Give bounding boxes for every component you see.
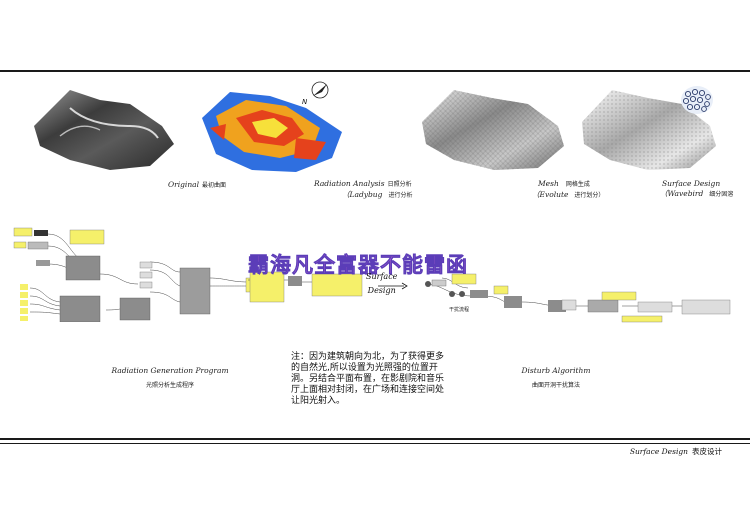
flow-arrow-icon [378,282,408,290]
bottom-rule-thick [0,438,750,440]
compass-label: N [302,98,308,106]
surface-detail-thumbnail [681,86,713,114]
output-node-cluster [248,271,363,303]
surface-design-image [582,90,716,170]
radiation-node-graph [13,227,260,322]
design-note: 注：因为建筑朝向为北，为了获得更多的自然光,所以设置为光照强的位置开洞。另结合平… [291,352,445,406]
left-section-subtitle: 光照分析生成程序 [145,382,194,389]
disturb-node-graph [425,273,731,323]
left-section-title: Radiation Generation Program [111,366,229,375]
right-section-title: Disturb Algorithm [521,366,591,375]
bottom-rule-thin [0,443,750,444]
right-section-subtitle: 曲面开洞干扰算法 [531,382,580,389]
top-rule [0,70,750,72]
node-small-label: 干扰流程 [449,307,470,313]
radiation-heatmap-image [202,92,342,172]
watermark-text: 霸海凡全富器不能雷函 [248,252,468,278]
mesh-surface-image [422,90,564,170]
north-arrow-icon [311,81,329,99]
flow-label-surface-design: Surface Design [366,272,398,295]
original-surface-image [34,90,174,170]
